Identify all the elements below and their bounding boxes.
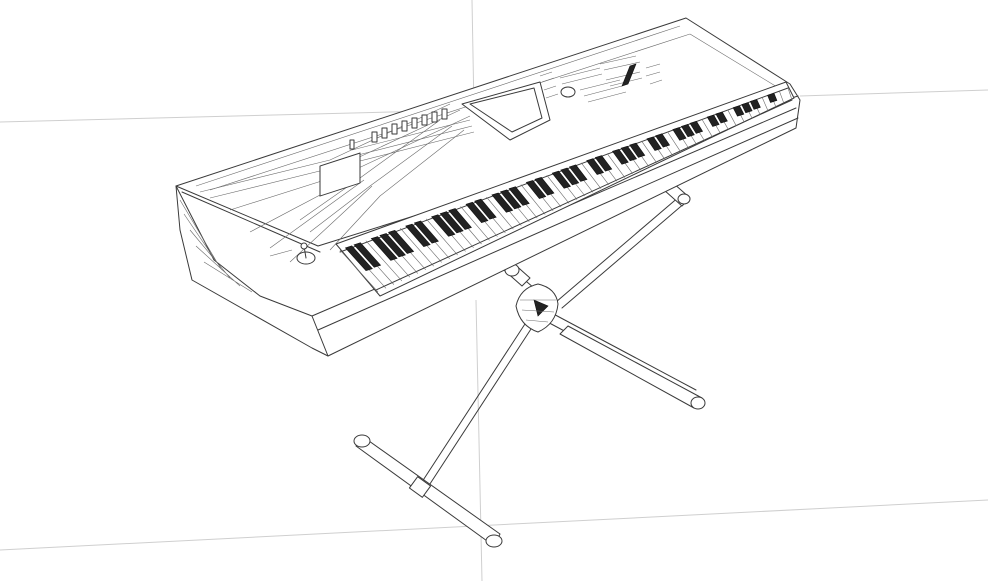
black-key bbox=[560, 167, 580, 186]
key-divider bbox=[546, 175, 570, 204]
black-key bbox=[715, 111, 728, 124]
x-stand bbox=[353, 181, 706, 548]
left-foot-bar bbox=[355, 435, 501, 547]
black-key bbox=[431, 214, 456, 237]
black-key bbox=[499, 189, 522, 210]
black-key bbox=[534, 176, 555, 196]
black-key bbox=[749, 99, 761, 110]
black-key bbox=[629, 142, 646, 158]
black-key bbox=[525, 180, 547, 199]
key-divider bbox=[580, 162, 602, 189]
black-key bbox=[439, 211, 464, 234]
knob-row bbox=[349, 108, 448, 150]
black-key bbox=[370, 236, 398, 261]
key-divider bbox=[339, 249, 379, 293]
black-key bbox=[586, 158, 605, 175]
key-divider bbox=[606, 153, 626, 178]
keyboard-body bbox=[175, 17, 801, 357]
black-key bbox=[689, 120, 704, 134]
key-divider bbox=[727, 109, 737, 126]
black-key bbox=[344, 245, 373, 272]
black-key bbox=[767, 92, 778, 103]
keybed bbox=[335, 81, 795, 297]
black-key bbox=[551, 170, 571, 189]
black-key bbox=[491, 192, 514, 213]
key-divider bbox=[400, 227, 434, 267]
black-key bbox=[655, 133, 671, 148]
key-divider bbox=[520, 184, 546, 215]
black-key bbox=[732, 105, 745, 117]
black-key bbox=[741, 102, 753, 114]
key-divider bbox=[641, 140, 657, 163]
data-dial bbox=[560, 86, 576, 98]
black-key bbox=[413, 220, 439, 244]
key-divider bbox=[460, 206, 490, 241]
black-key bbox=[646, 136, 662, 151]
black-key bbox=[474, 198, 497, 220]
key-divider bbox=[701, 119, 713, 138]
key-divider bbox=[667, 131, 681, 152]
right-foot-bar bbox=[559, 325, 703, 409]
control-panel-left bbox=[199, 103, 475, 265]
black-key bbox=[379, 233, 406, 258]
key-divider bbox=[486, 196, 514, 230]
black-key bbox=[680, 124, 695, 138]
left-foot-cap-rear bbox=[353, 434, 371, 448]
control-panel-right bbox=[539, 55, 663, 103]
key-divider bbox=[365, 240, 403, 282]
black-key bbox=[387, 229, 415, 254]
black-key bbox=[508, 186, 530, 206]
black-key bbox=[594, 155, 613, 172]
black-key bbox=[353, 242, 382, 268]
black-key bbox=[465, 201, 489, 223]
black-key bbox=[620, 145, 638, 162]
key-divider bbox=[779, 91, 785, 104]
black-key bbox=[706, 114, 720, 127]
left-foot-cap-front bbox=[485, 534, 503, 548]
black-key bbox=[568, 164, 588, 182]
key-divider bbox=[761, 97, 769, 112]
black-key bbox=[448, 208, 472, 230]
black-key bbox=[405, 223, 431, 247]
key-divider bbox=[425, 218, 458, 256]
black-key bbox=[612, 148, 629, 165]
display-screen bbox=[461, 81, 551, 141]
black-key bbox=[672, 127, 687, 141]
key-divider bbox=[787, 87, 793, 101]
right-foot-cap bbox=[690, 396, 706, 410]
